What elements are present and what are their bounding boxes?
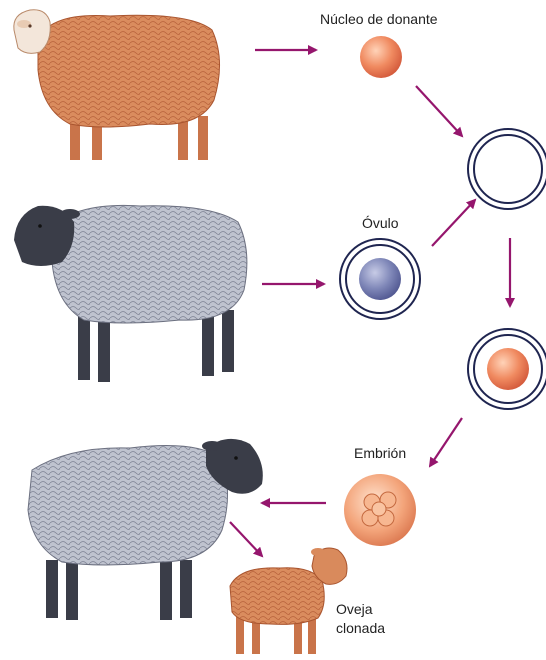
embryo-cell bbox=[344, 474, 416, 546]
arrow-surrogate-to-clone bbox=[230, 522, 262, 556]
cloned-lamb bbox=[230, 548, 347, 654]
ovum-label: Óvulo bbox=[362, 215, 399, 232]
enucleated-ovum-cell bbox=[468, 129, 546, 209]
cloned-sheep-label-line1: Oveja bbox=[336, 601, 373, 618]
arrow-ovum-to-empty-ovum bbox=[432, 200, 475, 246]
donor-sheep bbox=[14, 10, 220, 160]
arrow-fused-to-embryo bbox=[430, 418, 462, 466]
arrow-nucleus-to-empty-ovum bbox=[416, 86, 462, 136]
surrogate-sheep bbox=[28, 439, 263, 620]
fused-ovum-cell bbox=[468, 329, 546, 409]
cloned-sheep-label-line2: clonada bbox=[336, 620, 385, 637]
egg-donor-sheep bbox=[14, 205, 247, 382]
donor-nucleus-label: Núcleo de donante bbox=[320, 11, 438, 28]
ovum-cell bbox=[340, 239, 420, 319]
embryo-label: Embrión bbox=[354, 445, 406, 462]
donor-nucleus-cell bbox=[360, 36, 402, 78]
